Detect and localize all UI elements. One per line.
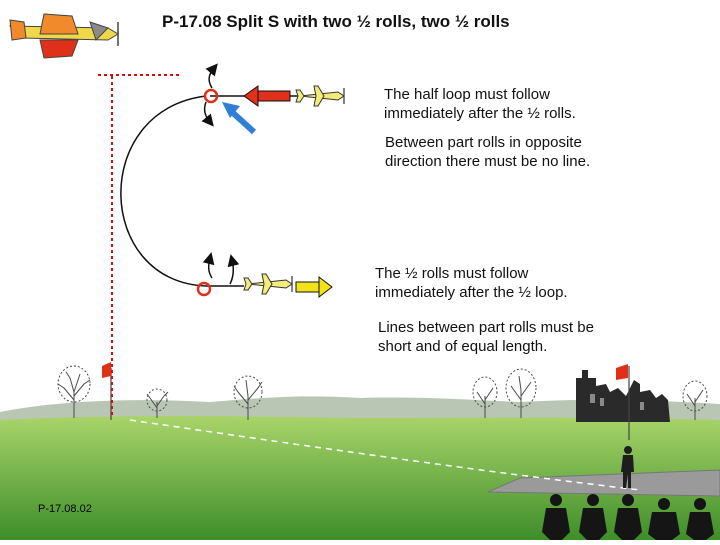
tree-icon: [472, 376, 498, 418]
castle-ruin-icon: [576, 370, 670, 422]
ground-reference-line: [129, 419, 641, 491]
roll-arrow-up-icon: [227, 254, 240, 285]
judge-icon: [614, 494, 642, 540]
tree-icon: [57, 365, 91, 418]
runway: [487, 469, 720, 497]
note-half-rolls: The ½ rolls must follow immediately afte…: [375, 264, 568, 302]
note-line: Lines between part rolls must be: [378, 319, 594, 336]
tree-icon: [233, 375, 263, 420]
note-half-loop: The half loop must follow immediately af…: [384, 85, 576, 123]
grass-field: [0, 416, 720, 540]
entry-direction-arrow-icon: [243, 85, 291, 107]
pilot-icon: [621, 446, 634, 488]
roll-arrow-up-icon: [202, 252, 215, 279]
page-title: P-17.08 Split S with two ½ rolls, two ½ …: [162, 12, 510, 31]
roll-arrow-up-icon: [205, 63, 218, 89]
figure-code: P-17.08.02: [38, 503, 92, 515]
note-line: immediately after the ½ loop.: [375, 284, 568, 301]
tree-icon: [146, 388, 169, 418]
roll-marker-exit: [196, 281, 212, 297]
note-line: direction there must be no line.: [385, 153, 591, 170]
flag-icon: [616, 364, 630, 440]
roll-marker-entry: [203, 88, 219, 104]
judge-icon: [542, 494, 570, 540]
note-line: The ½ rolls must follow: [375, 265, 529, 282]
half-loop-path: [120, 95, 244, 287]
roll-arrow-down-icon: [201, 101, 214, 127]
note-line: Between part rolls in opposite: [385, 134, 582, 151]
tree-icon: [682, 380, 708, 420]
note-part-rolls: Between part rolls in opposite direction…: [385, 133, 590, 171]
note-line: short and of equal length.: [378, 338, 548, 355]
aerobatic-plane-icon: [295, 85, 345, 107]
note-lines-between: Lines between part rolls must be short a…: [378, 318, 594, 356]
tree-icon: [505, 368, 537, 418]
aerobatic-plane-icon: [243, 273, 293, 295]
note-line: The half loop must follow: [384, 86, 550, 103]
aerobatic-plane-logo-icon: [8, 13, 119, 59]
judge-icon: [686, 498, 714, 540]
judge-icon: [648, 498, 680, 540]
loop-direction-arrow-icon: [222, 102, 257, 135]
judge-icon: [579, 494, 607, 540]
exit-direction-arrow-icon: [295, 275, 333, 299]
note-line: immediately after the ½ rolls.: [384, 105, 576, 122]
